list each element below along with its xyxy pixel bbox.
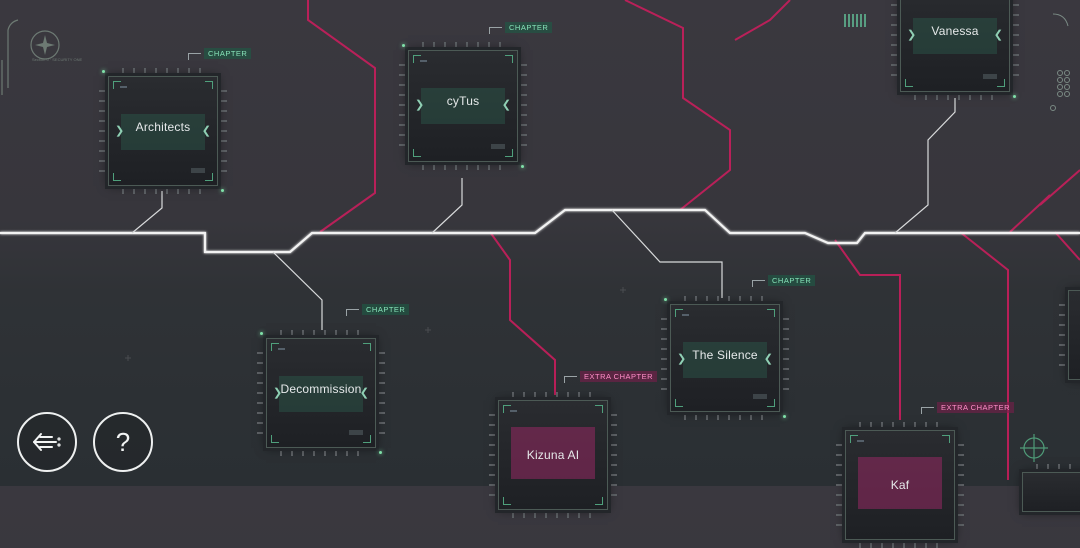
chapter-node-cytus[interactable]: ❯ ❮ cyTus xyxy=(399,42,527,170)
node-label: Architects xyxy=(135,120,191,134)
partial-chapter-node[interactable] xyxy=(1022,464,1080,512)
white-traces xyxy=(0,208,1080,254)
help-button[interactable]: ? xyxy=(93,412,153,472)
chapter-node-kizuna-ai[interactable]: Kizuna AI xyxy=(489,392,617,518)
chapter-tag: CHAPTER xyxy=(188,48,252,60)
red-traces xyxy=(307,0,1080,480)
back-button[interactable] xyxy=(17,412,77,472)
node-label: cyTus xyxy=(446,94,480,108)
chevron-left-icon: ❮ xyxy=(763,353,773,365)
chevron-right-icon: ❯ xyxy=(115,125,125,137)
chevron-right-icon: ❯ xyxy=(415,99,425,111)
crosshair-icon xyxy=(1020,434,1048,462)
hud-emblem-text: Section 0 · SECURITY ONE xyxy=(32,57,82,62)
chapter-tag: CHAPTER xyxy=(346,304,410,316)
extra-chapter-tag: EXTRA CHAPTER xyxy=(564,371,658,383)
chevron-left-icon: ❮ xyxy=(993,29,1003,41)
circuit-board: Section 0 · SECURITY ONE xyxy=(0,0,1080,480)
chevron-right-icon: ❯ xyxy=(677,353,687,365)
chevron-left-icon: ❮ xyxy=(359,387,369,399)
partial-chapter-node[interactable] xyxy=(1059,290,1080,380)
chapter-node-decommission[interactable]: ❯ ❮ Decommission xyxy=(257,330,385,456)
node-label: Kizuna AI xyxy=(526,448,580,462)
dot-grid-decoration xyxy=(1050,13,1070,111)
chevron-right-icon: ❯ xyxy=(273,387,283,399)
extra-chapter-tag: EXTRA CHAPTER xyxy=(921,402,1015,414)
node-label: Decommission xyxy=(280,382,362,396)
chapter-node-vanessa[interactable]: ❯ ❮ Vanessa xyxy=(891,0,1019,100)
chapter-node-architects[interactable]: ❯ ❮ Architects xyxy=(99,68,227,194)
chapter-tag: CHAPTER xyxy=(489,22,553,34)
chevron-left-icon: ❮ xyxy=(501,99,511,111)
chevron-right-icon: ❯ xyxy=(907,29,917,41)
node-label: The Silence xyxy=(692,348,758,362)
chapter-tag: CHAPTER xyxy=(752,275,816,287)
node-label: Kaf xyxy=(890,478,910,492)
node-label: Vanessa xyxy=(931,24,979,38)
back-arrow-icon xyxy=(33,433,61,451)
question-icon: ? xyxy=(115,427,131,457)
chevron-left-icon: ❮ xyxy=(201,125,211,137)
chapter-node-kaf[interactable]: Kaf xyxy=(836,422,964,548)
barcode-decoration xyxy=(844,14,868,27)
white-branches xyxy=(131,98,956,330)
chapter-node-the-silence[interactable]: ❯ ❮ The Silence xyxy=(661,296,789,420)
hud-emblem-icon xyxy=(1,19,60,95)
